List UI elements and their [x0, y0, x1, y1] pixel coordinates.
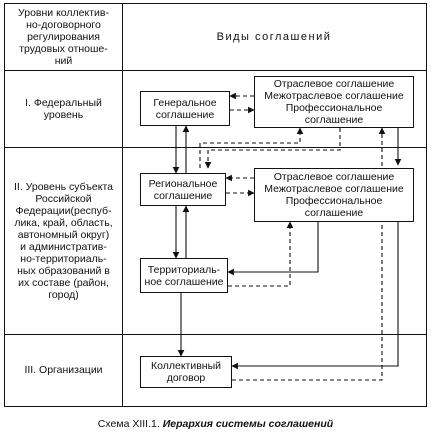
caption-title: Иерархия системы соглашений: [162, 418, 334, 430]
arrow-collective-to-fedsectoral: [232, 127, 386, 381]
header-row-divider: [5, 70, 426, 71]
federal-row-divider: [5, 147, 426, 148]
box-territorial-agreement: Территориаль- ное соглашение: [140, 258, 228, 293]
agreement-types-column-header: Виды соглашений: [216, 31, 332, 43]
caption-prefix: Схема XIII.1.: [97, 418, 160, 430]
arrow-regsectoral-to-territorial: [227, 222, 319, 276]
level-regional: II. Уровень субъекта Российской Федераци…: [14, 180, 113, 301]
levels-column-header: Уровни коллектив- но-договорного регулир…: [18, 7, 109, 67]
figure-caption: Схема XIII.1. Иерархия системы соглашени…: [0, 418, 431, 430]
box-federal-sectoral-agreement: Отраслевое соглашение Межотраслевое согл…: [254, 76, 414, 128]
column-divider: [122, 4, 123, 406]
level-organization: III. Организации: [24, 364, 103, 376]
box-general-agreement: Генеральное соглашение: [140, 91, 230, 126]
diagram-frame: Уровни коллектив- но-договорного регулир…: [4, 3, 427, 407]
box-regional-agreement: Региональное соглашение: [140, 173, 226, 206]
regional-row-divider: [5, 334, 426, 335]
box-regional-sectoral-agreement: Отраслевое соглашение Межотраслевое согл…: [254, 168, 414, 222]
arrow-regsectoral-to-collective: [231, 222, 399, 370]
box-collective-contract: Коллективный договор: [140, 356, 232, 388]
arrow-fedsectoral-to-regional: [204, 128, 341, 169]
arrow-regional-to-fedsectoral: [199, 127, 304, 168]
level-federal: I. Федеральный уровень: [25, 96, 102, 121]
arrow-territorial-to-regsectoral: [228, 221, 294, 287]
